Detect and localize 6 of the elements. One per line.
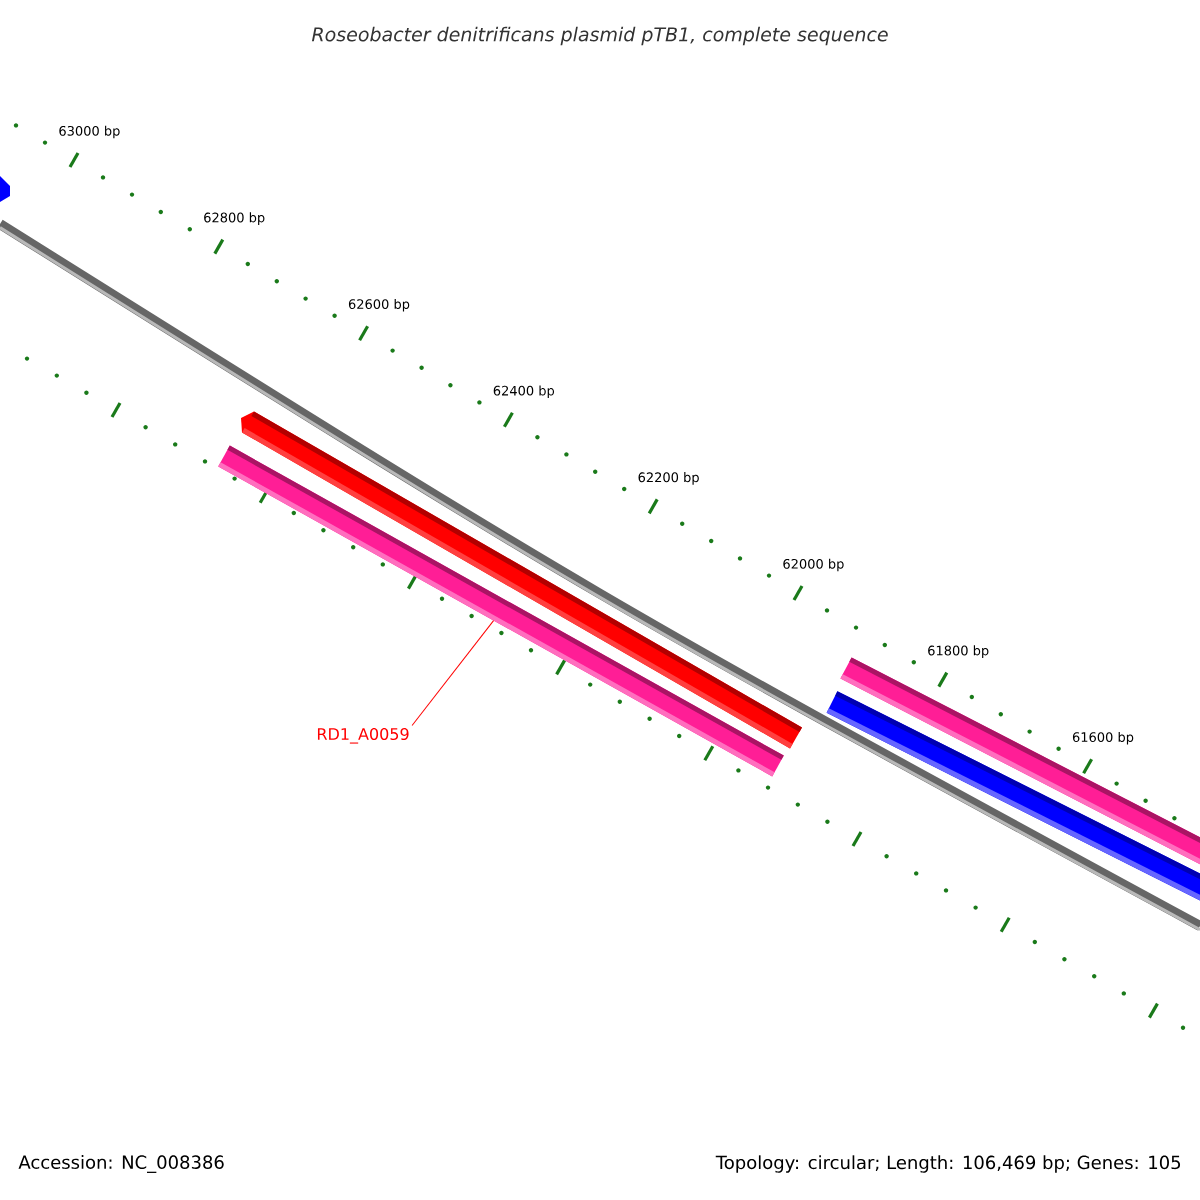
gene-label: RD1_A0059 — [317, 727, 409, 744]
sequence-info-text: Topology: circular; Length: 106,469 bp; Genes: 105 — [715, 1155, 1181, 1173]
gene-bar — [218, 445, 784, 777]
title: Roseobacter denitrificans plasmid pTB1, complete sequence — [311, 26, 888, 46]
leader-line — [411, 620, 495, 727]
accession-text: Accession: NC_008386 — [18, 1155, 224, 1173]
